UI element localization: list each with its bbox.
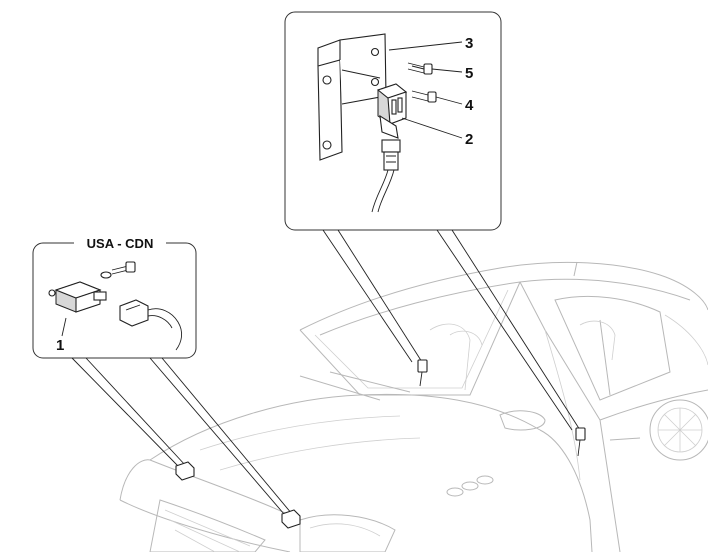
side-impact-sensor xyxy=(376,83,408,139)
projection-line xyxy=(149,357,285,515)
projection-line xyxy=(436,229,573,431)
detail-box-front-sensor: USA - CDN 1 xyxy=(32,235,197,359)
sensor-location-a-pillar xyxy=(417,359,428,387)
bolt xyxy=(111,261,136,275)
washer xyxy=(100,271,112,279)
sensor-location-front-right xyxy=(281,509,301,529)
projection-line xyxy=(161,357,293,515)
sensor-location-front-left xyxy=(175,461,195,481)
mounting-bracket xyxy=(317,33,387,161)
callout-1: 1 xyxy=(56,337,64,354)
inset-region-label: USA - CDN xyxy=(87,236,154,251)
projection-line xyxy=(337,229,423,363)
sensor-location-b-pillar xyxy=(575,427,586,457)
callout-5: 5 xyxy=(465,65,473,82)
projection-line xyxy=(322,229,413,363)
car-illustration xyxy=(119,261,708,552)
callout-3: 3 xyxy=(465,35,473,52)
projection-line xyxy=(85,357,187,467)
projection-line xyxy=(71,357,179,467)
sensor-connector xyxy=(371,139,401,213)
projection-line xyxy=(451,229,581,431)
callout-2: 2 xyxy=(465,131,473,148)
front-sensor-connector xyxy=(119,299,183,351)
callout-4: 4 xyxy=(465,97,474,114)
bolt-4 xyxy=(411,90,437,103)
front-impact-sensor xyxy=(48,281,107,313)
leader-line xyxy=(61,317,67,337)
detail-box-side-sensor: 3 5 4 2 xyxy=(284,11,502,231)
